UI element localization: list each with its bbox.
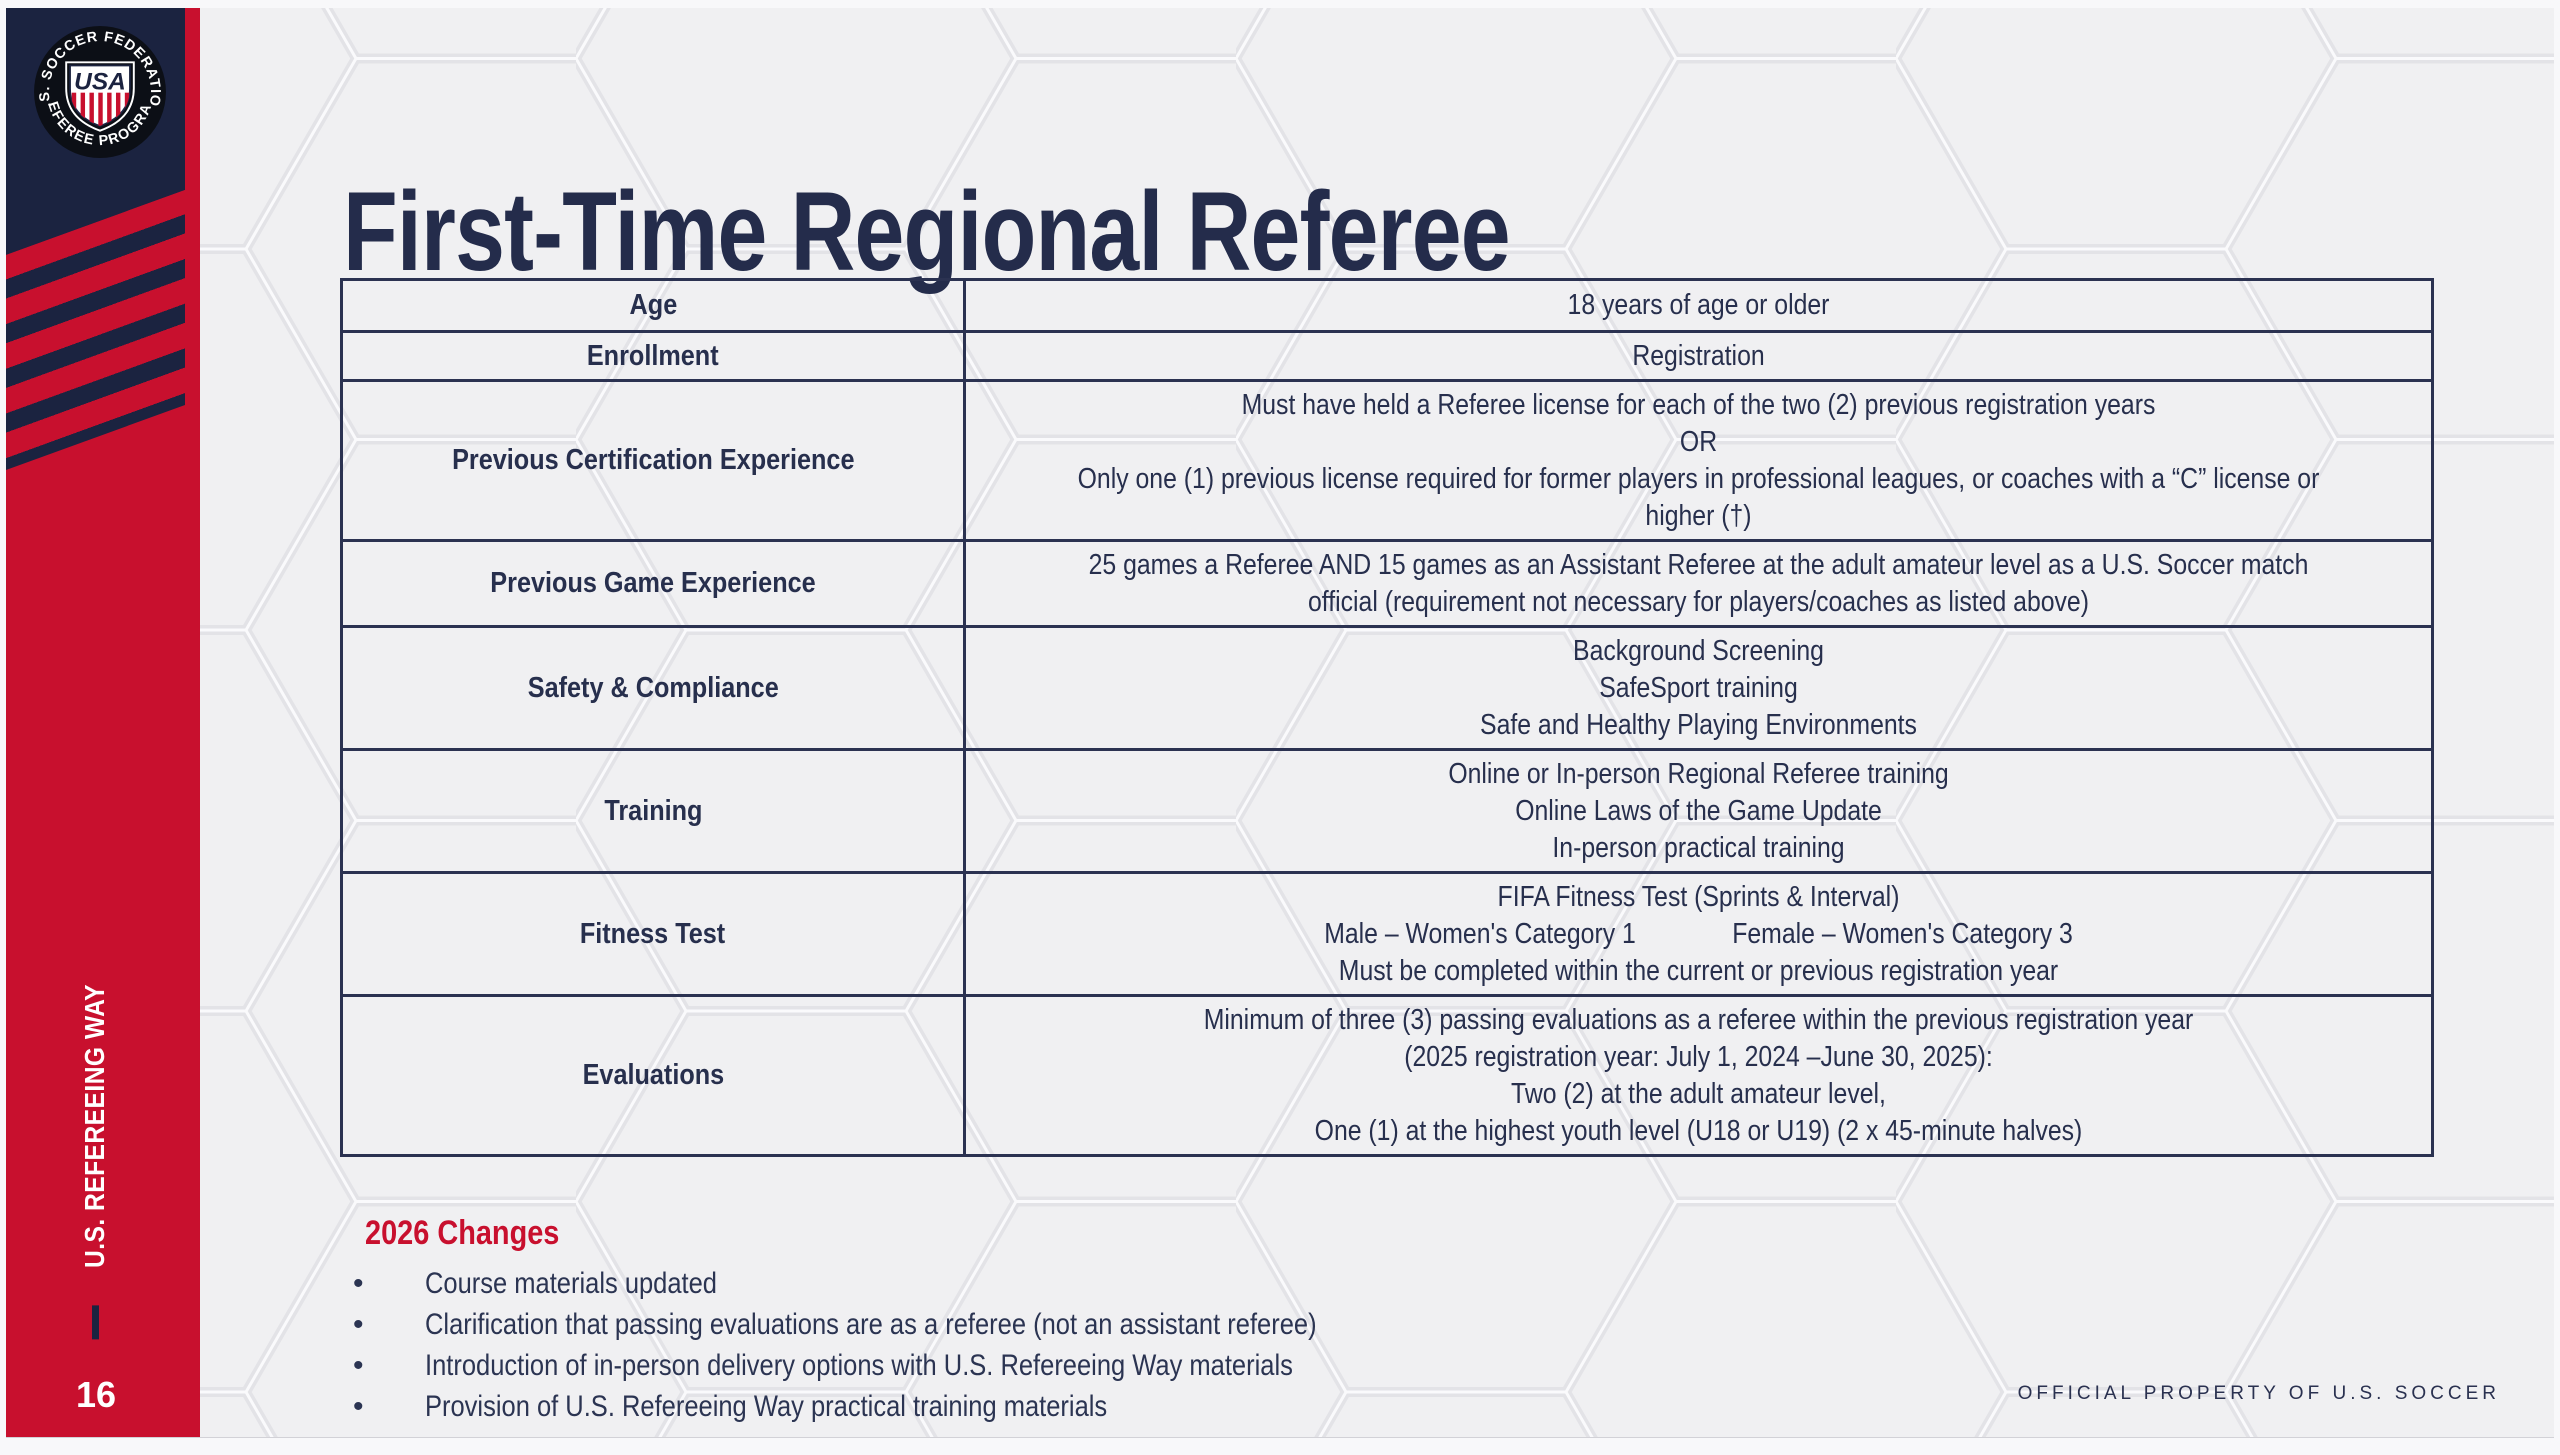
row-value: FIFA Fitness Test (Sprints & Interval)Ma… — [1324, 880, 2073, 987]
row-value: 25 games a Referee AND 15 games as an As… — [1088, 548, 2309, 618]
row-label: Enrollment — [343, 333, 966, 379]
row-label: Previous Certification Experience — [343, 382, 966, 539]
row-label: Previous Game Experience — [343, 542, 966, 625]
table-row: Evaluations Minimum of three (3) passing … — [343, 994, 2431, 1154]
row-label: Fitness Test — [343, 874, 966, 994]
table-row: Previous Certification Experience Must ha… — [343, 379, 2431, 539]
table-row: Age 18 years of age or older — [343, 281, 2431, 330]
footer-property-notice: OFFICIAL PROPERTY OF U.S. SOCCER — [2017, 1383, 2500, 1404]
row-label: Training — [343, 751, 966, 871]
row-value: Registration — [1632, 339, 1765, 372]
ussf-referee-program-logo: U.S. SOCCER FEDERATION REFEREE PROGRAM — [32, 24, 166, 158]
change-item: Clarification that passing evaluations a… — [351, 1304, 1474, 1345]
change-item: Introduction of in-person delivery optio… — [351, 1345, 1474, 1386]
table-row: Training Online or In-person Regional Ref… — [343, 748, 2431, 871]
sidebar: U.S. SOCCER FEDERATION REFEREE PROGRAM — [6, 8, 200, 1437]
page-number: 16 — [75, 1374, 117, 1415]
change-item: Provision of U.S. Refereeing Way practic… — [351, 1386, 1474, 1427]
vertical-label-divider — [91, 1305, 99, 1340]
table-row: Enrollment Registration — [343, 330, 2431, 379]
row-value: Minimum of three (3) passing evaluations… — [1203, 1003, 2194, 1147]
usa-crest: USA — [65, 61, 135, 132]
vertical-label-text: U.S. REFEREEING WAY — [79, 983, 110, 1269]
table-row: Previous Game Experience 25 games a Refer… — [343, 539, 2431, 625]
row-value: Must have held a Referee license for eac… — [1077, 388, 2320, 532]
row-label: Safety & Compliance — [343, 628, 966, 748]
table-row: Fitness Test FIFA Fitness Test (Sprints &… — [343, 871, 2431, 994]
changes-section: 2026 Changes Course materials updatedCla… — [351, 1214, 1474, 1427]
change-item: Course materials updated — [351, 1263, 1474, 1304]
slide: U.S. SOCCER FEDERATION REFEREE PROGRAM — [6, 8, 2554, 1438]
row-value: 18 years of age or older — [1567, 289, 1830, 321]
changes-list: Course materials updatedClarification th… — [351, 1263, 1474, 1427]
row-value: Online or In-person Regional Referee tra… — [1448, 757, 1949, 864]
changes-heading: 2026 Changes — [365, 1214, 560, 1252]
hexagon-pattern-background — [6, 8, 2554, 1437]
row-label: Evaluations — [343, 997, 966, 1154]
row-label: Age — [343, 281, 966, 330]
logo-shield-text: USA — [74, 68, 126, 95]
page-title: First-Time Regional Referee — [343, 169, 1511, 295]
